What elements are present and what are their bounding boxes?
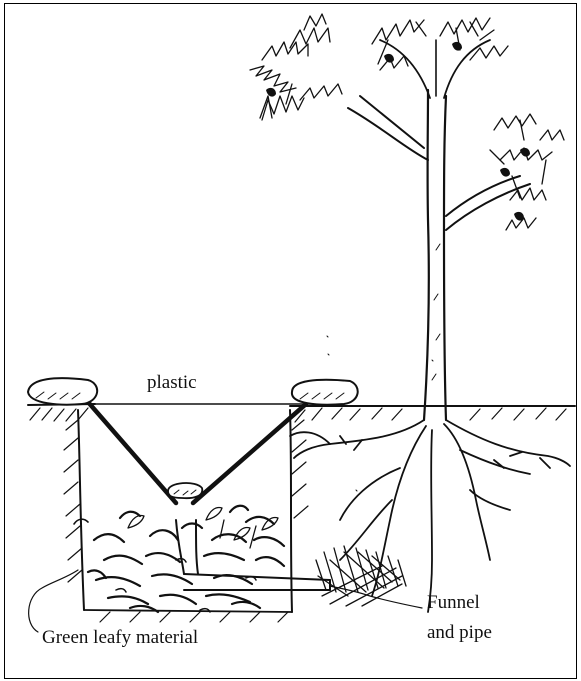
stone-icon [168, 483, 202, 498]
tree-foliage-dark [266, 42, 530, 221]
stone-icon [292, 380, 358, 405]
label-and-pipe: and pipe [427, 622, 492, 644]
tree-icon [348, 40, 530, 420]
label-green-leafy-material: Green leafy material [42, 627, 198, 649]
label-funnel: Funnel [427, 592, 480, 614]
label-plastic: plastic [147, 372, 197, 394]
root-icon [316, 546, 406, 606]
funnel-and-pipe [176, 520, 330, 590]
root-icon [290, 420, 570, 612]
speck-marks [327, 336, 433, 491]
leaf-icon [74, 506, 284, 612]
stone-icon [28, 378, 97, 404]
tree-foliage [250, 14, 564, 230]
